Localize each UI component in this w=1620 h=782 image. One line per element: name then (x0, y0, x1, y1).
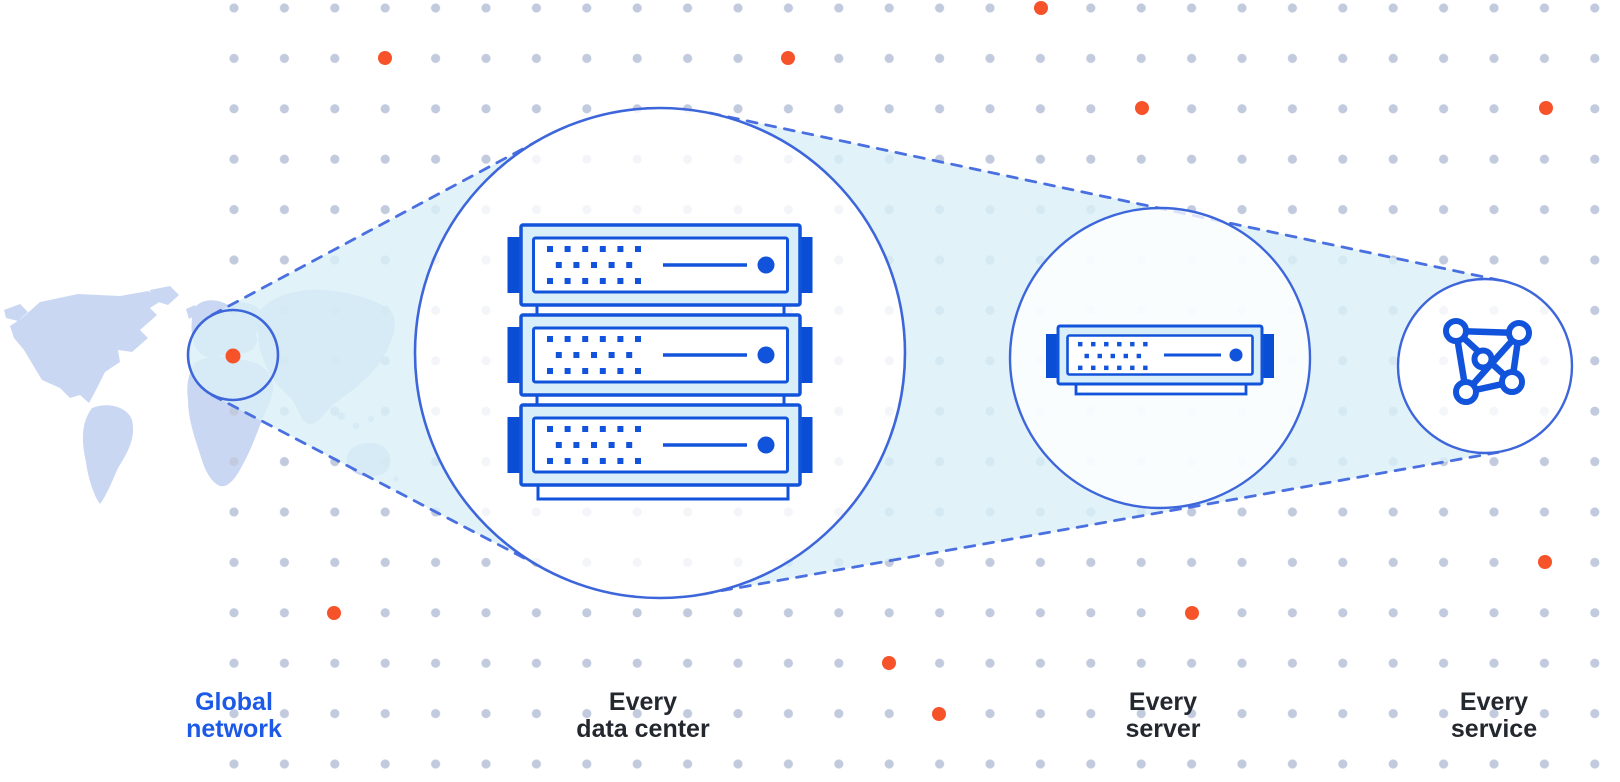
zoom-beam-left (187, 136, 547, 570)
server-faceplate (532, 236, 789, 294)
mesh-node (1499, 369, 1525, 395)
accent-dots (327, 1, 1553, 721)
server-ear-right (1262, 334, 1274, 378)
continent-north-america (10, 291, 164, 403)
server-unit-icon (507, 223, 813, 307)
server-ear-right (798, 237, 813, 293)
server-faceplate (532, 416, 789, 474)
single-server-icon (1046, 324, 1274, 396)
server-ear-right (798, 417, 813, 473)
beam-dashed-lines (210, 111, 1505, 596)
dashed-line-top-right (708, 111, 1505, 283)
label-line: Global (195, 688, 273, 716)
continent-south-america (82, 405, 134, 504)
accent-dot (1539, 101, 1553, 115)
accent-dot (882, 656, 896, 670)
label-line: Every (608, 688, 678, 716)
accent-dot (378, 51, 392, 65)
server-rack-icon (507, 223, 813, 501)
continent-uk (186, 305, 198, 319)
label-line: Every (1459, 688, 1529, 716)
label-line: data center (576, 715, 710, 743)
server-unit-icon (507, 403, 813, 487)
server-ear-left (507, 237, 522, 293)
accent-dot (781, 51, 795, 65)
service-mesh-icon (1443, 318, 1532, 405)
accent-dot (1135, 101, 1149, 115)
continent-alaska (4, 304, 28, 321)
mesh-node (1506, 320, 1532, 346)
accent-dot (1034, 1, 1048, 15)
server-ear-right (798, 327, 813, 383)
label-line: service (1450, 715, 1538, 743)
location-dot-icon (225, 348, 241, 364)
server-faceplate (1066, 334, 1254, 376)
server-power-dot (1229, 348, 1243, 362)
label-every-server: Every server (1125, 689, 1200, 743)
server-faceplate (532, 326, 789, 384)
dashed-line-top-left (210, 134, 549, 317)
server-power-dot (757, 346, 775, 364)
mesh-node (1453, 379, 1479, 405)
server-power-dot (757, 256, 775, 274)
dashed-line-bottom-left (210, 393, 549, 572)
label-line: Every (1128, 688, 1198, 716)
continent-greenland (150, 286, 179, 305)
mesh-node-center (1471, 347, 1495, 371)
accent-dot (1538, 555, 1552, 569)
server-ear-left (507, 327, 522, 383)
accent-dot (327, 606, 341, 620)
server-unit-icon (507, 313, 813, 397)
dashed-line-bottom-right (701, 450, 1502, 596)
globe-focus-circle (186, 308, 280, 402)
server-power-dot (757, 436, 775, 454)
server-ear-left (507, 417, 522, 473)
label-every-data-center: Every data center (576, 689, 709, 743)
label-global-network: Global network (186, 689, 282, 743)
accent-dot (1185, 606, 1199, 620)
mesh-node (1443, 318, 1469, 344)
label-every-service: Every service (1451, 689, 1537, 743)
label-line: server (1125, 715, 1201, 743)
server-ear-left (1046, 334, 1058, 378)
label-line: network (186, 715, 282, 743)
accent-dot (932, 707, 946, 721)
